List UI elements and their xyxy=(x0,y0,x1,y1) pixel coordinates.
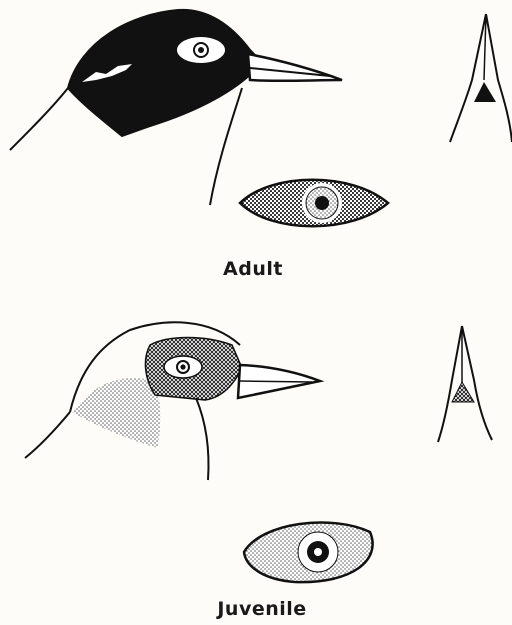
juvenile-head-drawing xyxy=(25,322,320,480)
adult-eye-detail xyxy=(240,180,388,227)
juvenile-label: Juvenile xyxy=(192,598,332,620)
juvenile-eye-detail xyxy=(244,522,373,582)
juvenile-bill-top-view xyxy=(438,326,492,442)
adult-label: Adult xyxy=(183,258,323,280)
adult-head-drawing xyxy=(10,10,342,205)
adult-bill-top-view xyxy=(450,14,512,142)
